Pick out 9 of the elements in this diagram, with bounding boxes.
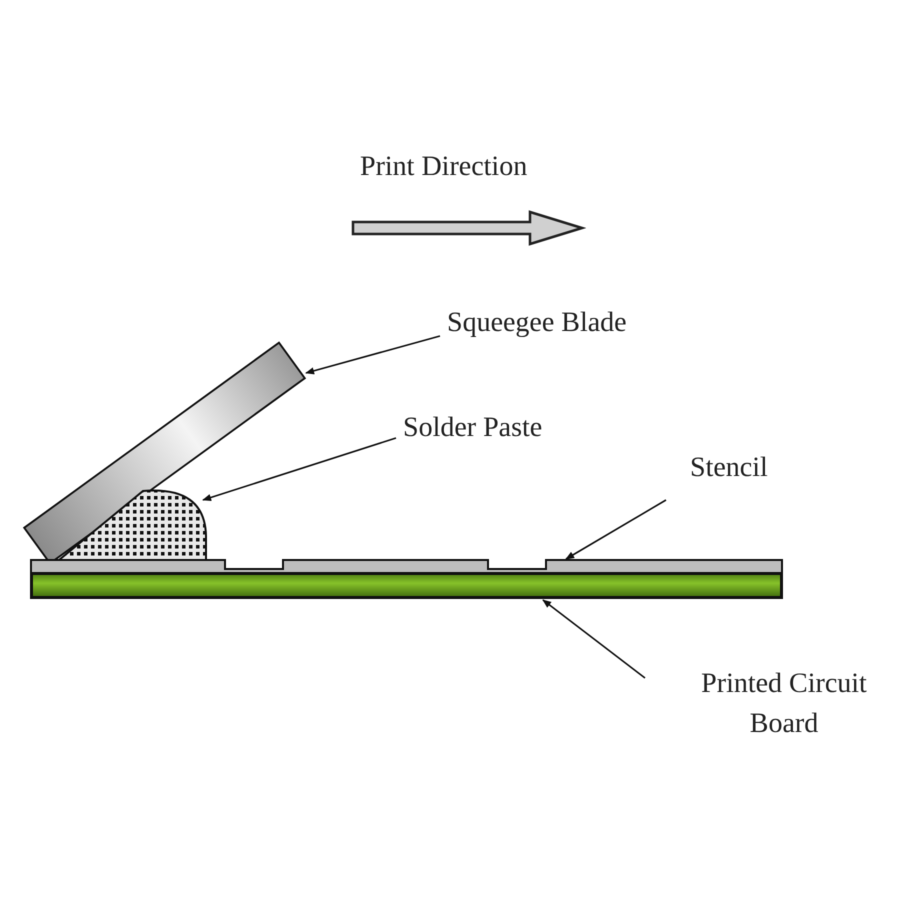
leader-arrow [542,599,646,679]
part-label: Printed Circuit Board [700,667,868,741]
part-label: Stencil [690,451,769,485]
part-label: Squeegee Blade [447,306,628,340]
leader-arrow [202,437,396,501]
leader-arrow [305,335,440,374]
direction-label: Print Direction [360,150,528,184]
leader-arrow [565,499,666,560]
part-label: Solder Paste [403,411,544,445]
